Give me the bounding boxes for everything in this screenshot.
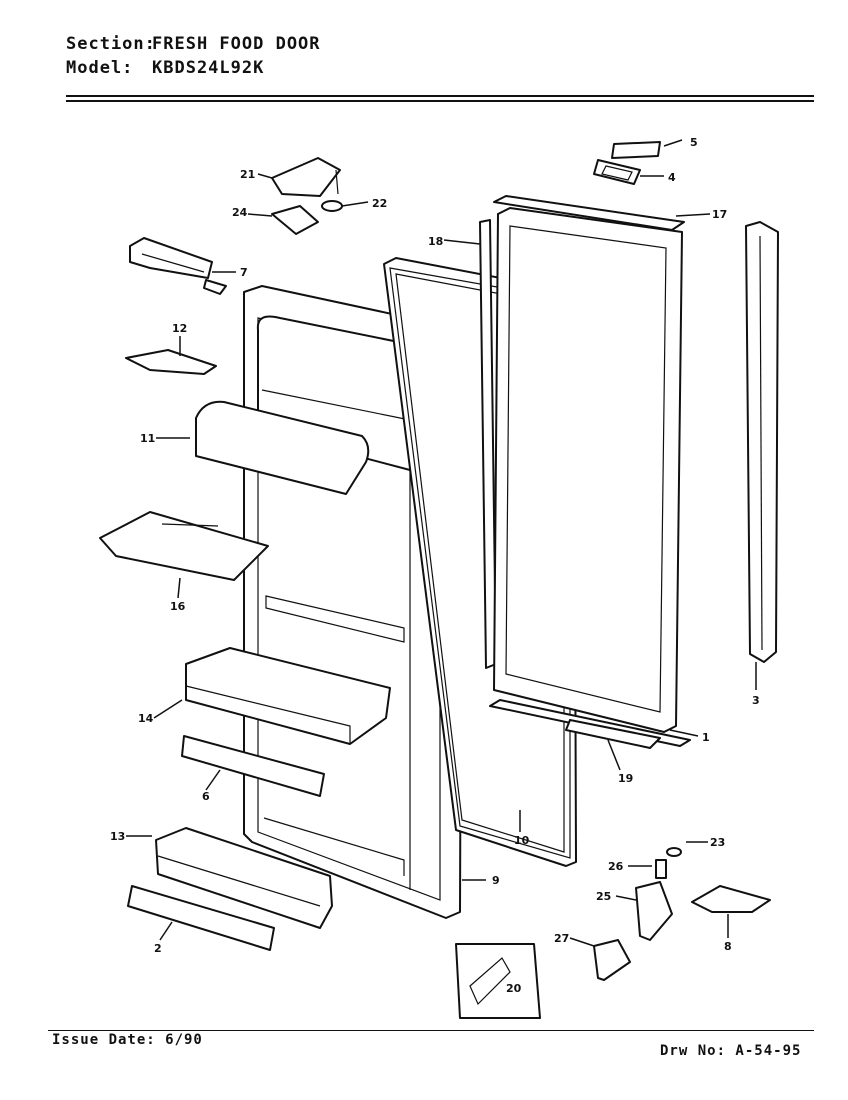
part-13-bottom-bin xyxy=(155,827,333,929)
issue-date: Issue Date: 6/90 xyxy=(52,1032,203,1048)
callout-11: 11 xyxy=(140,432,155,445)
leader-lines xyxy=(126,139,757,947)
callout-6: 6 xyxy=(202,790,210,803)
callout-25: 25 xyxy=(596,890,611,903)
part-6-bin-trim xyxy=(181,735,325,797)
callout-17: 17 xyxy=(712,208,727,221)
callout-20: 20 xyxy=(506,982,522,995)
model-value: KBDS24L92K xyxy=(152,58,265,78)
callout-13: 13 xyxy=(110,830,125,843)
callout-labels: 5 4 21 22 24 17 18 7 12 11 16 14 6 13 2 … xyxy=(110,136,760,995)
callout-7: 7 xyxy=(240,266,248,279)
part-5-nameplate xyxy=(611,141,661,159)
header-rule-top xyxy=(66,95,814,97)
drawing-number: Drw No: A-54-95 xyxy=(660,1043,802,1059)
part-14-door-bin xyxy=(185,647,391,745)
callout-19: 19 xyxy=(618,772,633,785)
callout-27: 27 xyxy=(554,932,569,945)
part-11-dairy-door xyxy=(195,400,370,495)
callout-26: 26 xyxy=(608,860,624,873)
callout-12: 12 xyxy=(172,322,187,335)
part-8-lower-hinge xyxy=(691,885,771,913)
part-2-bottom-trim xyxy=(127,885,275,951)
part-7-bracket xyxy=(129,237,227,295)
callout-24: 24 xyxy=(232,206,248,219)
part-22-bushing xyxy=(321,200,343,212)
callout-23: 23 xyxy=(710,836,725,849)
part-26-pin xyxy=(655,859,667,879)
callout-18: 18 xyxy=(428,235,443,248)
part-23-nut xyxy=(666,847,682,857)
part-27-bracket xyxy=(593,939,631,981)
part-1-outer-door xyxy=(489,207,691,747)
part-25-bracket xyxy=(635,881,673,941)
callout-21: 21 xyxy=(240,168,255,181)
footer-rule xyxy=(48,1030,814,1031)
part-12-shelf-clip xyxy=(125,349,217,375)
callout-16: 16 xyxy=(170,600,186,613)
model-label: Model: xyxy=(66,58,134,78)
callout-4: 4 xyxy=(668,171,676,184)
part-20-inset xyxy=(455,943,541,1019)
part-21-top-hinge xyxy=(271,157,341,197)
section-label: Section: xyxy=(66,34,156,54)
section-value: FRESH FOOD DOOR xyxy=(152,34,321,54)
callout-3: 3 xyxy=(752,694,760,707)
callout-22: 22 xyxy=(372,197,387,210)
part-3-side-trim xyxy=(745,221,779,663)
part-17-top-cap xyxy=(493,195,685,231)
callout-2: 2 xyxy=(154,942,162,955)
model-heading: Model: KBDS24L92K xyxy=(66,58,264,78)
callout-1: 1 xyxy=(702,731,710,744)
part-16-egg-tray xyxy=(99,511,269,581)
callout-9: 9 xyxy=(492,874,500,887)
callout-8: 8 xyxy=(724,940,732,953)
part-4-nameplate-bezel xyxy=(593,159,641,185)
callout-10: 10 xyxy=(514,834,530,847)
header-rule-bottom xyxy=(66,100,814,102)
section-heading: Section:FRESH FOOD DOOR xyxy=(66,34,321,54)
callout-5: 5 xyxy=(690,136,698,149)
part-19-bottom-strip xyxy=(565,719,661,749)
callout-14: 14 xyxy=(138,712,154,725)
part-24-plate xyxy=(271,205,319,235)
